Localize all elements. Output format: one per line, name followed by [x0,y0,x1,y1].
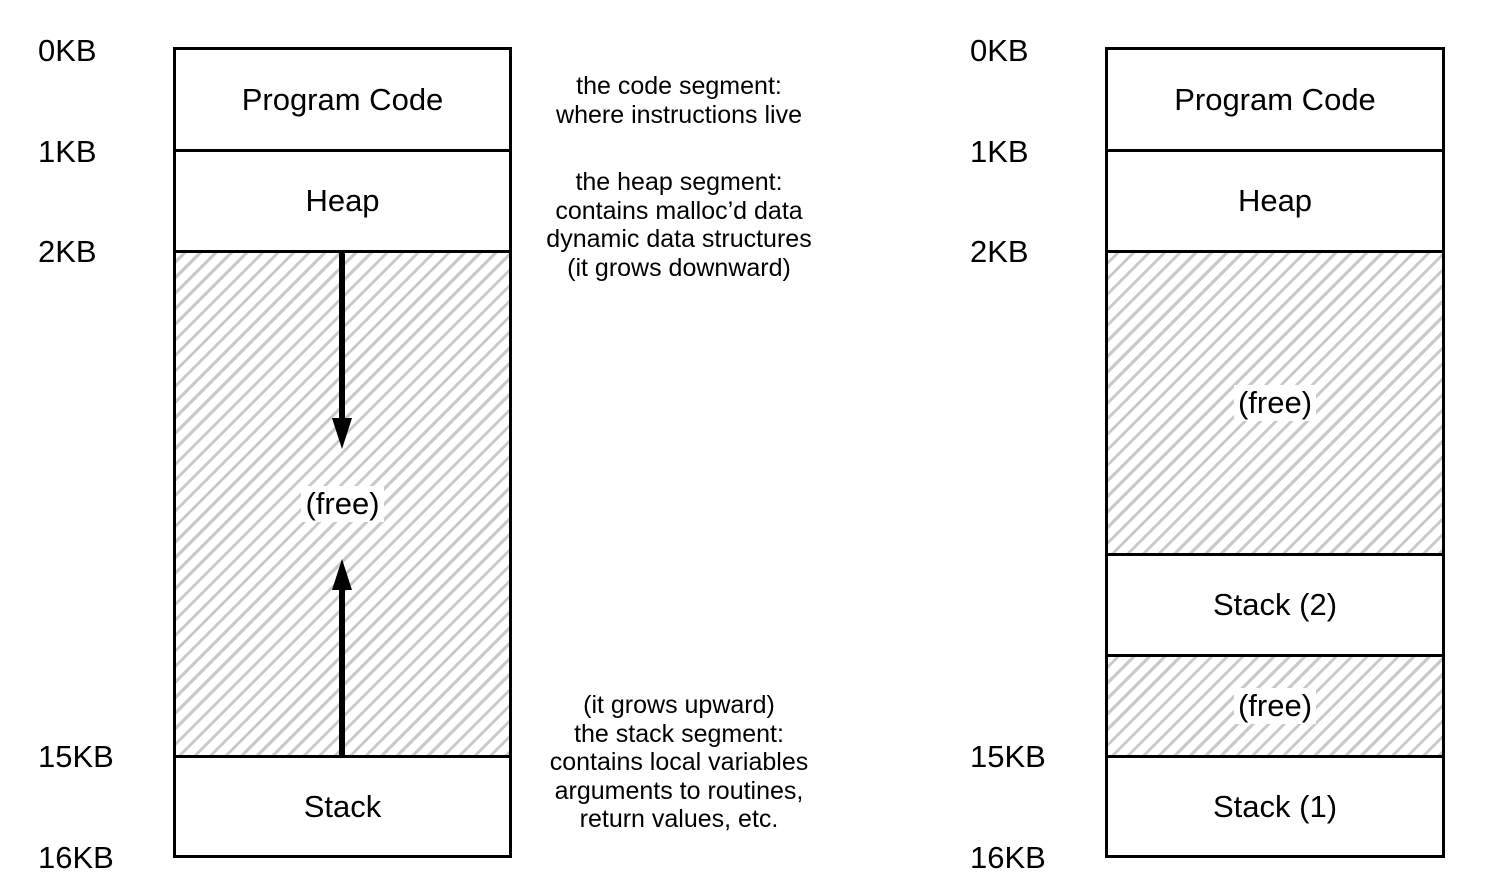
right-free-region-lower: (free) [1105,654,1445,758]
left-stack-segment-label: Stack [303,788,382,824]
left-code-segment: Program Code [173,47,512,152]
right-heap-segment: Heap [1105,149,1445,253]
right-stack2-segment: Stack (2) [1105,553,1445,657]
left-address-0kb: 0KB [38,33,97,68]
left-heap-segment-label: Heap [305,183,380,218]
right-address-15kb: 15KB [970,739,1046,774]
left-free-region-label: (free) [301,486,384,522]
right-address-16kb: 16KB [970,840,1046,875]
right-address-0kb: 0KB [970,33,1029,68]
right-stack2-segment-label: Stack (2) [1212,587,1338,622]
right-heap-segment-label: Heap [1237,183,1313,218]
code-segment-note: the code segment: where instructions liv… [556,72,802,129]
left-heap-segment: Heap [173,149,512,253]
right-stack1-segment-label: Stack (1) [1212,788,1338,824]
left-stack-segment: Stack [173,755,512,858]
heap-segment-note: the heap segment: contains malloc’d data… [546,168,812,282]
right-free-region-lower-label: (free) [1233,688,1317,724]
left-address-1kb: 1KB [38,134,97,169]
stack-segment-note: (it grows upward) the stack segment: con… [549,691,809,833]
right-address-1kb: 1KB [970,134,1029,169]
left-address-16kb: 16KB [38,840,114,875]
right-code-segment-label: Program Code [1174,81,1376,117]
right-address-2kb: 2KB [970,234,1029,269]
left-code-segment-label: Program Code [241,81,444,117]
left-address-2kb: 2KB [38,234,97,269]
right-free-region-upper: (free) [1105,250,1445,556]
left-free-region: (free) [173,250,512,758]
left-address-15kb: 15KB [38,739,114,774]
right-free-region-upper-label: (free) [1233,385,1317,421]
right-stack1-segment: Stack (1) [1105,755,1445,858]
right-code-segment: Program Code [1105,47,1445,152]
